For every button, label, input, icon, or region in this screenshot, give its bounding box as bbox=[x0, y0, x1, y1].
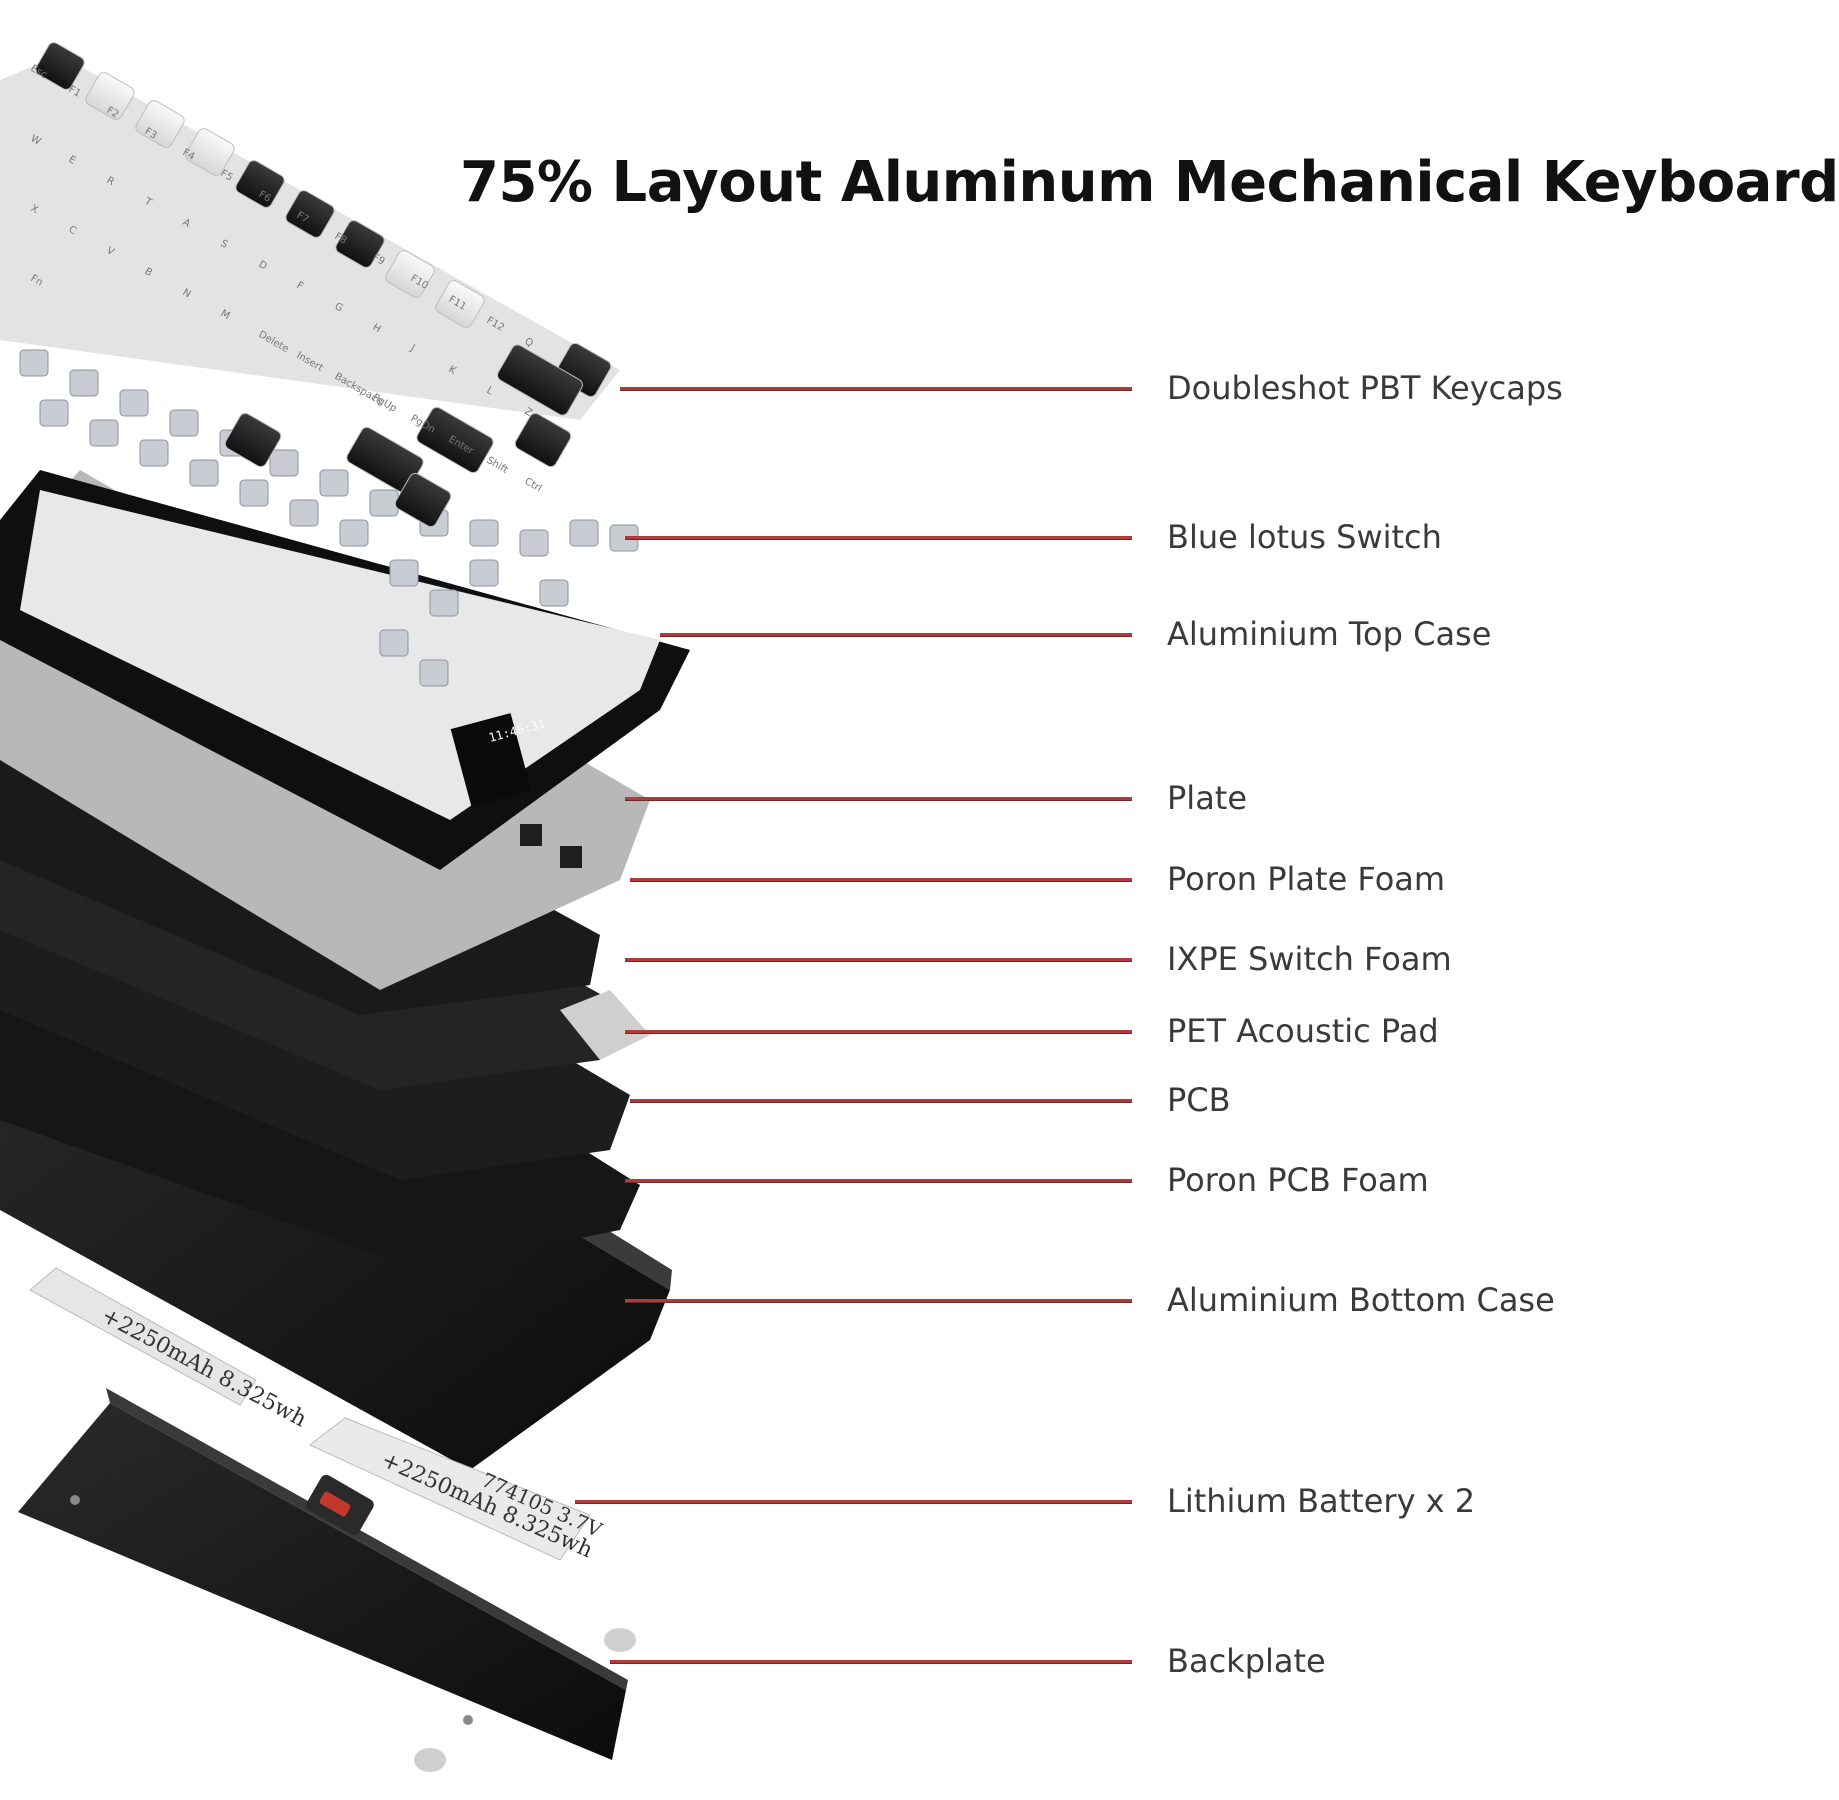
key-legend: S bbox=[219, 238, 230, 251]
key-legend: F5 bbox=[219, 168, 235, 184]
key-legend: W bbox=[29, 133, 43, 148]
key-legend: F2 bbox=[105, 105, 121, 121]
key-legend: Ctrl bbox=[523, 476, 544, 494]
key-legend: F3 bbox=[143, 126, 159, 142]
key-legend: F8 bbox=[333, 231, 349, 247]
key-legend: Shift bbox=[485, 455, 510, 476]
leader-line bbox=[610, 1660, 1132, 1664]
leader-line bbox=[625, 797, 1132, 801]
key-legend: F7 bbox=[295, 210, 311, 226]
key-legend: F1 bbox=[67, 84, 83, 100]
key-legend: F bbox=[295, 280, 306, 293]
callout-label: Poron PCB Foam bbox=[1167, 1161, 1429, 1199]
switch-array bbox=[19, 349, 639, 687]
leader-line bbox=[575, 1500, 1132, 1504]
key-legend: N bbox=[181, 287, 193, 300]
leader-line bbox=[630, 1099, 1132, 1103]
leader-line bbox=[625, 1179, 1132, 1183]
diagram-title: 75% Layout Aluminum Mechanical Keyboard bbox=[460, 149, 1839, 215]
leader-line bbox=[660, 633, 1132, 637]
callout-label: PCB bbox=[1167, 1081, 1231, 1119]
leader-line bbox=[625, 1030, 1132, 1034]
key-legend: Z bbox=[523, 406, 535, 419]
key-legend: F4 bbox=[181, 147, 197, 163]
leader-line bbox=[625, 536, 1132, 540]
key-legend: A bbox=[181, 217, 193, 230]
callout-label: PET Acoustic Pad bbox=[1167, 1012, 1439, 1050]
key-legend-group: EscF1F2F3F4F5F6F7F8F9F10F11F12QWERTASDFG… bbox=[29, 63, 544, 494]
top-case-layer: 11:46:31 bbox=[0, 470, 690, 870]
callout-label: Poron Plate Foam bbox=[1167, 860, 1446, 898]
leader-line bbox=[620, 387, 1132, 391]
callout-label: IXPE Switch Foam bbox=[1167, 940, 1452, 978]
key-legend: J bbox=[408, 343, 417, 355]
key-legend: X bbox=[29, 203, 41, 216]
key-legend: F6 bbox=[257, 189, 273, 205]
leader-line bbox=[625, 958, 1132, 962]
leader-line bbox=[630, 878, 1132, 882]
key-legend: C bbox=[67, 224, 79, 237]
key-legend: K bbox=[447, 364, 459, 377]
callout-label: Aluminium Bottom Case bbox=[1167, 1281, 1555, 1319]
backplate-layer bbox=[18, 1388, 636, 1772]
callout-label: Doubleshot PBT Keycaps bbox=[1167, 369, 1563, 407]
key-legend: V bbox=[105, 245, 117, 258]
key-legend: Fn bbox=[29, 273, 45, 289]
exploded-keyboard-illustration: +2250mAh 8.325wh +2250mAh 8.325wh 774105… bbox=[0, 42, 690, 1772]
callout-label: Lithium Battery x 2 bbox=[1167, 1482, 1476, 1520]
key-legend: R bbox=[105, 175, 117, 188]
keycap-array bbox=[0, 42, 620, 528]
key-legend: PgUp bbox=[371, 392, 399, 415]
key-legend: E bbox=[67, 154, 78, 167]
callout-label: Plate bbox=[1167, 779, 1248, 817]
leader-line bbox=[625, 1299, 1132, 1303]
callout-label: Blue lotus Switch bbox=[1167, 518, 1442, 556]
callout-label: Backplate bbox=[1167, 1642, 1326, 1680]
key-legend: L bbox=[485, 385, 496, 398]
key-legend: F9 bbox=[371, 252, 387, 268]
key-legend: B bbox=[143, 266, 155, 279]
callout-label: Aluminium Top Case bbox=[1167, 615, 1492, 653]
